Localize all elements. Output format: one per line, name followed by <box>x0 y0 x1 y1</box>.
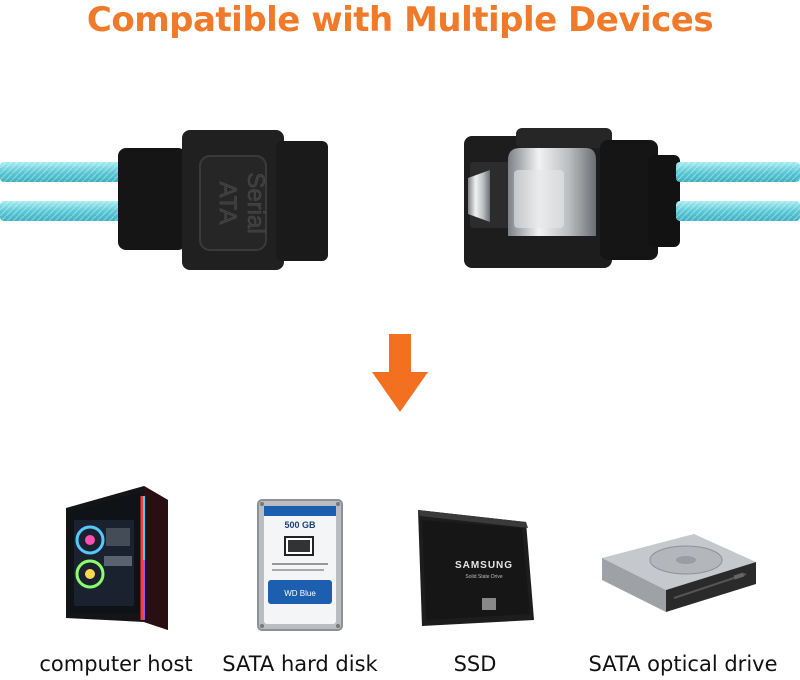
connector-embossed-text-2: ATA <box>214 181 241 224</box>
label-computer-host: computer host <box>39 652 193 676</box>
connector-embossed-text-1: Serial <box>242 172 269 233</box>
device-optical-drive <box>596 470 766 640</box>
device-hard-disk: 500 GB WD Blue <box>228 470 398 640</box>
right-sata-connector <box>464 128 680 268</box>
ssd-subtitle-text: Solid State Drive <box>465 574 502 580</box>
page-title: Compatible with Multiple Devices <box>86 0 714 40</box>
left-sata-connector: Serial ATA <box>118 130 328 270</box>
ssd-brand-text: SAMSUNG <box>455 560 513 571</box>
hard-disk-icon: 500 GB WD Blue <box>257 499 343 631</box>
sata-cable-connectors: Serial ATA <box>0 128 800 270</box>
optical-drive-icon <box>602 534 756 612</box>
device-ssd: SAMSUNG Solid State Drive <box>408 470 578 640</box>
left-cable <box>0 162 122 221</box>
label-hard-disk: SATA hard disk <box>222 652 378 676</box>
arrow-down-icon <box>372 334 428 412</box>
ssd-icon: SAMSUNG Solid State Drive <box>418 510 534 626</box>
computer-case-icon <box>66 486 168 630</box>
device-computer-host <box>46 470 216 640</box>
right-cable <box>676 162 800 221</box>
hdd-brand-text: WD Blue <box>284 589 316 598</box>
label-ssd: SSD <box>453 652 497 676</box>
hdd-capacity-text: 500 GB <box>284 520 316 530</box>
label-optical-drive: SATA optical drive <box>588 652 778 676</box>
